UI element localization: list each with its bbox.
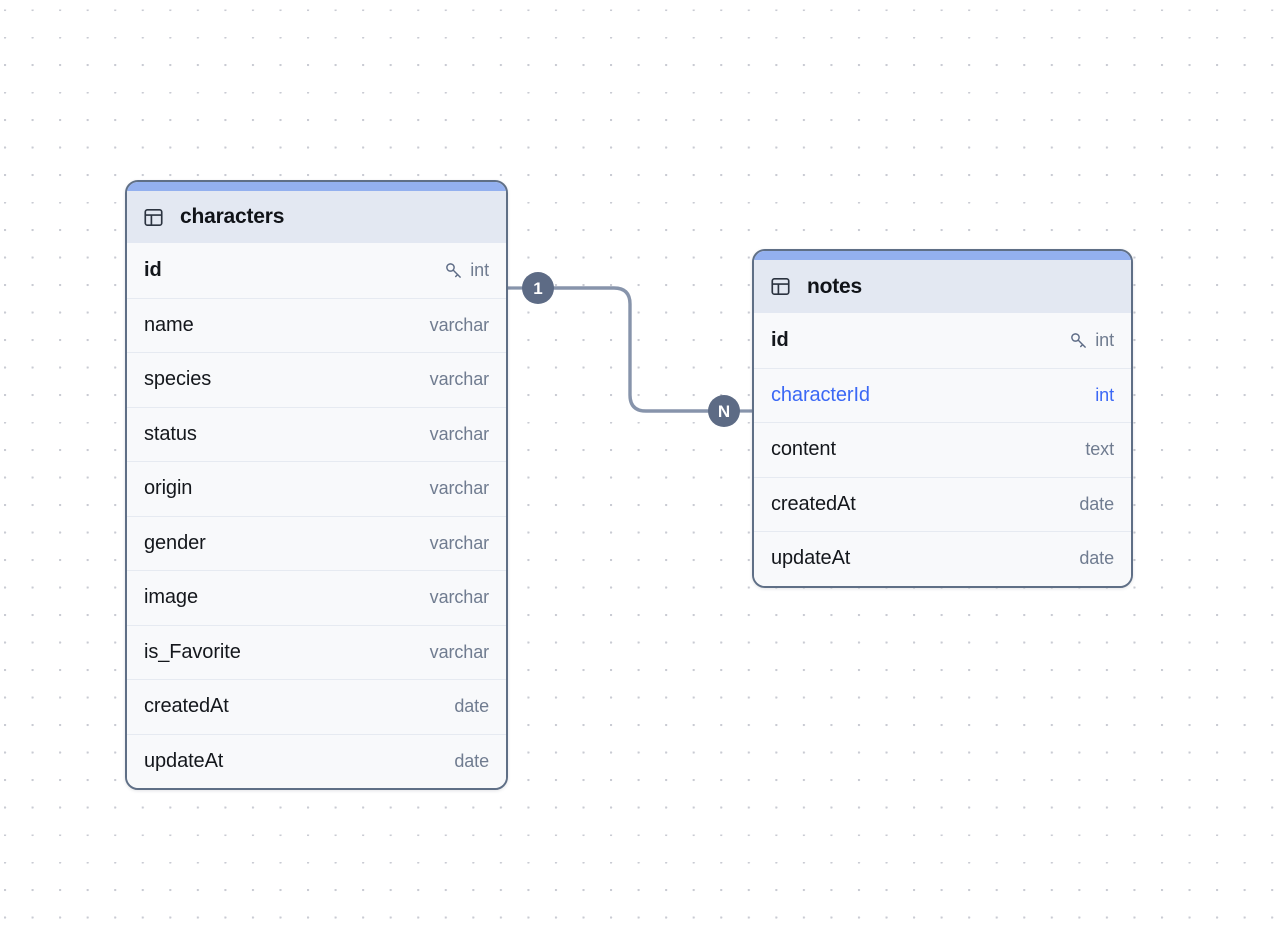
table-row[interactable]: gender varchar	[127, 515, 506, 570]
column-type: varchar	[429, 423, 489, 444]
column-name: characterId	[771, 383, 870, 406]
table-accent-bar	[754, 251, 1131, 260]
column-meta: date	[1079, 494, 1114, 515]
column-name: is_Favorite	[144, 640, 241, 663]
column-type: int	[1095, 384, 1114, 405]
table-row[interactable]: updateAt date	[127, 733, 506, 788]
column-name: id	[144, 258, 162, 281]
column-meta: date	[454, 696, 489, 717]
column-name: id	[771, 328, 789, 351]
column-type: varchar	[429, 532, 489, 553]
table-icon	[143, 207, 164, 228]
column-meta: int	[444, 260, 489, 281]
column-name: image	[144, 586, 198, 609]
column-name: name	[144, 313, 194, 336]
table-row-foreign-key[interactable]: characterId int	[754, 367, 1131, 422]
table-row[interactable]: createdAt date	[754, 476, 1131, 531]
column-meta: int	[1095, 385, 1114, 406]
column-type: varchar	[429, 587, 489, 608]
table-title: characters	[180, 205, 285, 228]
column-name: content	[771, 438, 836, 461]
column-meta: date	[1079, 548, 1114, 569]
table-header-characters[interactable]: characters	[127, 191, 506, 243]
column-type: varchar	[429, 478, 489, 499]
column-type: int	[1095, 329, 1114, 350]
column-type: date	[454, 750, 489, 771]
table-header-notes[interactable]: notes	[754, 260, 1131, 313]
key-icon	[1069, 331, 1088, 350]
table-title: notes	[807, 274, 863, 298]
table-row[interactable]: id int	[127, 243, 506, 298]
column-type: varchar	[429, 314, 489, 335]
table-row[interactable]: image varchar	[127, 570, 506, 625]
column-name: createdAt	[144, 695, 229, 718]
column-type: varchar	[429, 641, 489, 662]
column-meta: varchar	[430, 533, 489, 554]
column-type: int	[470, 259, 489, 280]
table-row[interactable]: updateAt date	[754, 531, 1131, 586]
cardinality-badge-many[interactable]: N	[708, 395, 740, 427]
column-meta: varchar	[430, 587, 489, 608]
column-name: species	[144, 368, 212, 391]
column-name: origin	[144, 477, 193, 500]
column-meta: varchar	[430, 642, 489, 663]
column-meta: varchar	[430, 478, 489, 499]
table-accent-bar	[127, 182, 506, 191]
column-meta: date	[454, 751, 489, 772]
table-node-characters[interactable]: characters id int name	[125, 180, 508, 790]
table-row[interactable]: id int	[754, 313, 1131, 368]
column-list-characters: id int name varchar	[127, 243, 506, 788]
column-name: status	[144, 422, 197, 445]
table-row[interactable]: origin varchar	[127, 461, 506, 516]
column-meta: int	[1069, 330, 1114, 351]
column-name: updateAt	[771, 547, 851, 570]
table-row[interactable]: status varchar	[127, 406, 506, 461]
column-meta: varchar	[430, 315, 489, 336]
column-type: date	[1079, 493, 1114, 514]
table-node-notes[interactable]: notes id int characterId	[752, 249, 1133, 588]
column-meta: varchar	[430, 369, 489, 390]
table-row[interactable]: is_Favorite varchar	[127, 624, 506, 679]
column-type: varchar	[429, 369, 489, 390]
column-name: gender	[144, 531, 206, 554]
table-row[interactable]: name varchar	[127, 297, 506, 352]
column-type: date	[454, 696, 489, 717]
table-row[interactable]: species varchar	[127, 352, 506, 407]
column-type: date	[1079, 548, 1114, 569]
column-type: text	[1085, 439, 1114, 460]
key-icon	[444, 261, 463, 280]
column-meta: text	[1085, 439, 1114, 460]
column-name: updateAt	[144, 749, 224, 772]
column-meta: varchar	[430, 424, 489, 445]
column-name: createdAt	[771, 492, 856, 515]
column-list-notes: id int characterId int	[754, 313, 1131, 586]
table-row[interactable]: createdAt date	[127, 679, 506, 734]
cardinality-badge-one[interactable]: 1	[522, 272, 554, 304]
table-row[interactable]: content text	[754, 422, 1131, 477]
table-icon	[770, 276, 791, 297]
